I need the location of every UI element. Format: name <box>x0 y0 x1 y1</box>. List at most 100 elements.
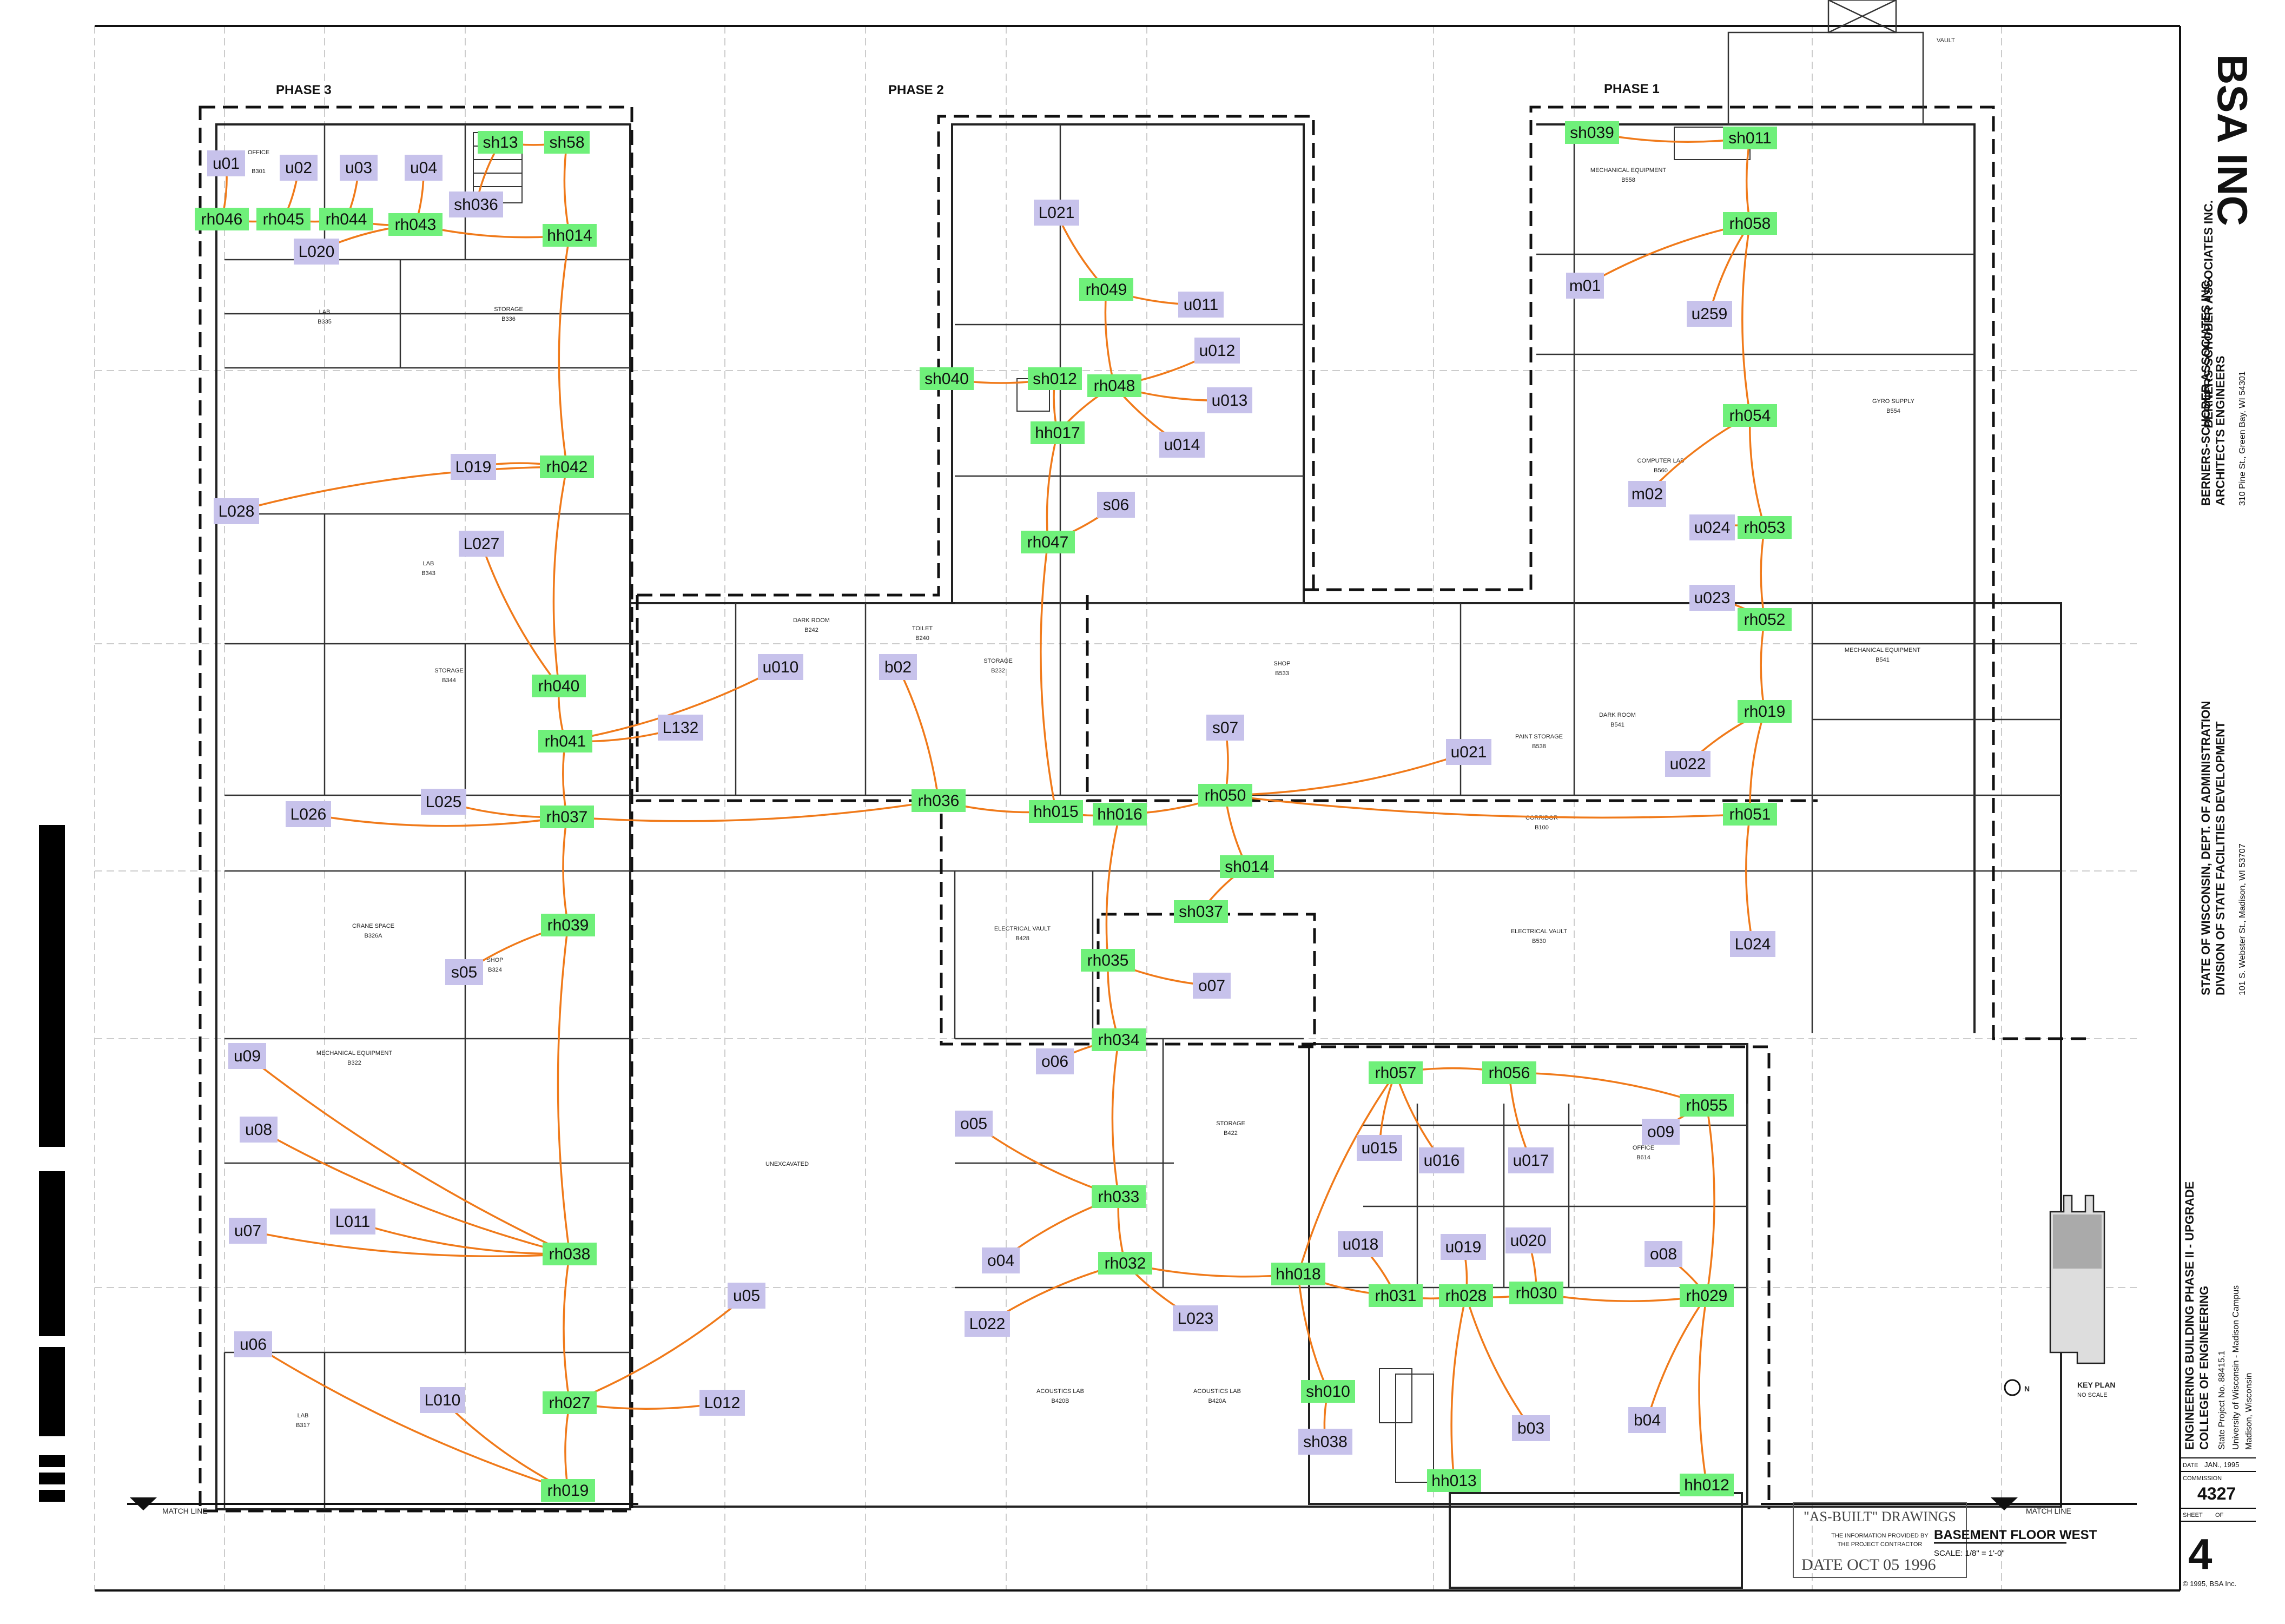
node-label-green[interactable]: rh046 <box>195 208 249 230</box>
node-label-lavender[interactable]: o04 <box>982 1247 1020 1273</box>
node-label-lavender[interactable]: u06 <box>234 1331 272 1357</box>
node-label-green[interactable]: rh043 <box>388 213 443 236</box>
node-label-green[interactable]: rh033 <box>1092 1185 1146 1208</box>
node-label-green[interactable]: rh044 <box>319 208 373 230</box>
node-label-green[interactable]: rh042 <box>540 455 594 478</box>
node-label-lavender[interactable]: u023 <box>1689 585 1735 611</box>
node-label-lavender[interactable]: o08 <box>1645 1241 1682 1267</box>
node-label-green[interactable]: rh039 <box>541 914 595 936</box>
node-label-green[interactable]: hh015 <box>1029 800 1083 823</box>
node-label-lavender[interactable]: u259 <box>1687 301 1732 327</box>
node-label-green[interactable]: rh037 <box>540 806 594 828</box>
node-label-lavender[interactable]: u02 <box>280 155 318 181</box>
node-label-lavender[interactable]: b04 <box>1628 1407 1666 1433</box>
node-label-green[interactable]: sh13 <box>478 131 523 154</box>
node-label-lavender[interactable]: s07 <box>1206 715 1244 741</box>
node-label-green[interactable]: rh038 <box>543 1243 597 1265</box>
node-label-green[interactable]: rh058 <box>1723 212 1777 235</box>
node-label-green[interactable]: rh032 <box>1098 1252 1152 1275</box>
node-label-lavender[interactable]: s06 <box>1097 492 1135 518</box>
node-label-green[interactable]: rh019 <box>541 1479 595 1502</box>
node-label-lavender[interactable]: u022 <box>1665 751 1711 777</box>
node-label-lavender[interactable]: L022 <box>965 1311 1010 1337</box>
node-label-green[interactable]: rh035 <box>1081 949 1135 972</box>
node-label-lavender[interactable]: u012 <box>1194 338 1240 364</box>
node-label-lavender[interactable]: o05 <box>955 1111 993 1137</box>
node-label-lavender[interactable]: u09 <box>228 1043 266 1069</box>
node-label-lavender[interactable]: o07 <box>1193 973 1231 999</box>
node-label-lavender[interactable]: o09 <box>1642 1119 1680 1145</box>
node-label-lavender[interactable]: L027 <box>459 531 504 557</box>
node-label-green[interactable]: rh030 <box>1509 1282 1563 1304</box>
node-label-green[interactable]: rh053 <box>1738 516 1792 539</box>
node-label-green[interactable]: sh58 <box>544 131 590 154</box>
node-label-lavender[interactable]: u010 <box>758 654 803 680</box>
node-label-green[interactable]: hh013 <box>1427 1469 1481 1492</box>
node-label-lavender[interactable]: s05 <box>445 959 483 985</box>
node-label-green[interactable]: hh014 <box>543 224 597 247</box>
node-label-lavender[interactable]: L023 <box>1173 1305 1218 1331</box>
node-label-lavender[interactable]: sh036 <box>449 192 503 217</box>
node-label-lavender[interactable]: u020 <box>1505 1227 1551 1253</box>
node-label-green[interactable]: rh051 <box>1723 803 1777 826</box>
node-label-lavender[interactable]: L026 <box>286 801 331 827</box>
node-label-lavender[interactable]: L025 <box>421 789 466 815</box>
node-label-green[interactable]: rh048 <box>1087 374 1141 397</box>
node-label-green[interactable]: rh056 <box>1482 1061 1536 1084</box>
node-label-lavender[interactable]: u015 <box>1357 1135 1402 1161</box>
node-label-lavender[interactable]: u017 <box>1508 1147 1554 1173</box>
node-label-green[interactable]: sh011 <box>1723 127 1777 149</box>
node-label-green[interactable]: sh012 <box>1028 367 1082 390</box>
node-label-green[interactable]: rh034 <box>1092 1028 1146 1051</box>
node-label-green[interactable]: rh040 <box>532 675 586 697</box>
node-label-lavender[interactable]: u03 <box>340 155 378 181</box>
node-label-green[interactable]: rh029 <box>1680 1284 1734 1307</box>
node-label-lavender[interactable]: L132 <box>658 715 703 741</box>
node-label-green[interactable]: rh055 <box>1680 1094 1734 1117</box>
node-label-lavender[interactable]: u011 <box>1178 292 1224 318</box>
node-label-green[interactable]: sh039 <box>1565 121 1619 144</box>
node-label-lavender[interactable]: L028 <box>214 498 259 524</box>
node-label-green[interactable]: hh012 <box>1680 1474 1734 1496</box>
node-label-green[interactable]: rh027 <box>543 1391 597 1414</box>
node-label-green[interactable]: sh037 <box>1174 900 1228 923</box>
node-label-lavender[interactable]: u018 <box>1338 1231 1383 1257</box>
node-label-lavender[interactable]: L024 <box>1730 931 1775 957</box>
node-label-lavender[interactable]: u024 <box>1689 514 1735 540</box>
node-label-lavender[interactable]: u021 <box>1446 739 1491 765</box>
node-label-green[interactable]: hh017 <box>1031 421 1085 444</box>
node-label-green[interactable]: rh019 <box>1738 700 1792 723</box>
node-label-lavender[interactable]: m02 <box>1628 481 1666 507</box>
node-label-green[interactable]: rh028 <box>1439 1284 1493 1307</box>
node-label-lavender[interactable]: L021 <box>1034 200 1079 226</box>
node-label-lavender[interactable]: m01 <box>1566 273 1604 299</box>
node-label-lavender[interactable]: u08 <box>240 1117 278 1143</box>
node-label-green[interactable]: hh018 <box>1271 1263 1325 1285</box>
node-label-lavender[interactable]: u013 <box>1207 387 1252 413</box>
node-label-green[interactable]: sh014 <box>1220 855 1274 878</box>
node-label-lavender[interactable]: u04 <box>405 155 443 181</box>
node-label-lavender[interactable]: sh038 <box>1298 1429 1352 1455</box>
node-label-lavender[interactable]: u01 <box>207 150 245 176</box>
node-label-lavender[interactable]: u014 <box>1159 432 1205 458</box>
node-label-lavender[interactable]: L012 <box>699 1390 745 1416</box>
node-label-green[interactable]: rh031 <box>1369 1284 1423 1307</box>
node-label-green[interactable]: rh036 <box>912 789 966 812</box>
node-label-lavender[interactable]: u019 <box>1441 1234 1486 1260</box>
node-label-green[interactable]: rh052 <box>1738 608 1792 631</box>
node-label-lavender[interactable]: L011 <box>330 1209 375 1234</box>
node-label-green[interactable]: rh041 <box>538 730 592 752</box>
node-label-lavender[interactable]: b03 <box>1512 1415 1550 1441</box>
node-label-green[interactable]: rh057 <box>1369 1061 1423 1084</box>
node-label-green[interactable]: sh040 <box>920 367 974 390</box>
node-label-lavender[interactable]: u05 <box>728 1283 765 1309</box>
node-label-lavender[interactable]: u016 <box>1419 1147 1464 1173</box>
node-label-lavender[interactable]: o06 <box>1036 1048 1074 1074</box>
node-label-lavender[interactable]: L020 <box>294 239 339 265</box>
node-label-green[interactable]: hh016 <box>1093 803 1147 826</box>
node-label-green[interactable]: rh050 <box>1198 784 1252 807</box>
node-label-lavender[interactable]: L010 <box>420 1387 465 1413</box>
node-label-green[interactable]: rh054 <box>1723 404 1777 427</box>
node-label-lavender[interactable]: L019 <box>451 454 496 480</box>
node-label-green[interactable]: sh010 <box>1301 1380 1355 1403</box>
